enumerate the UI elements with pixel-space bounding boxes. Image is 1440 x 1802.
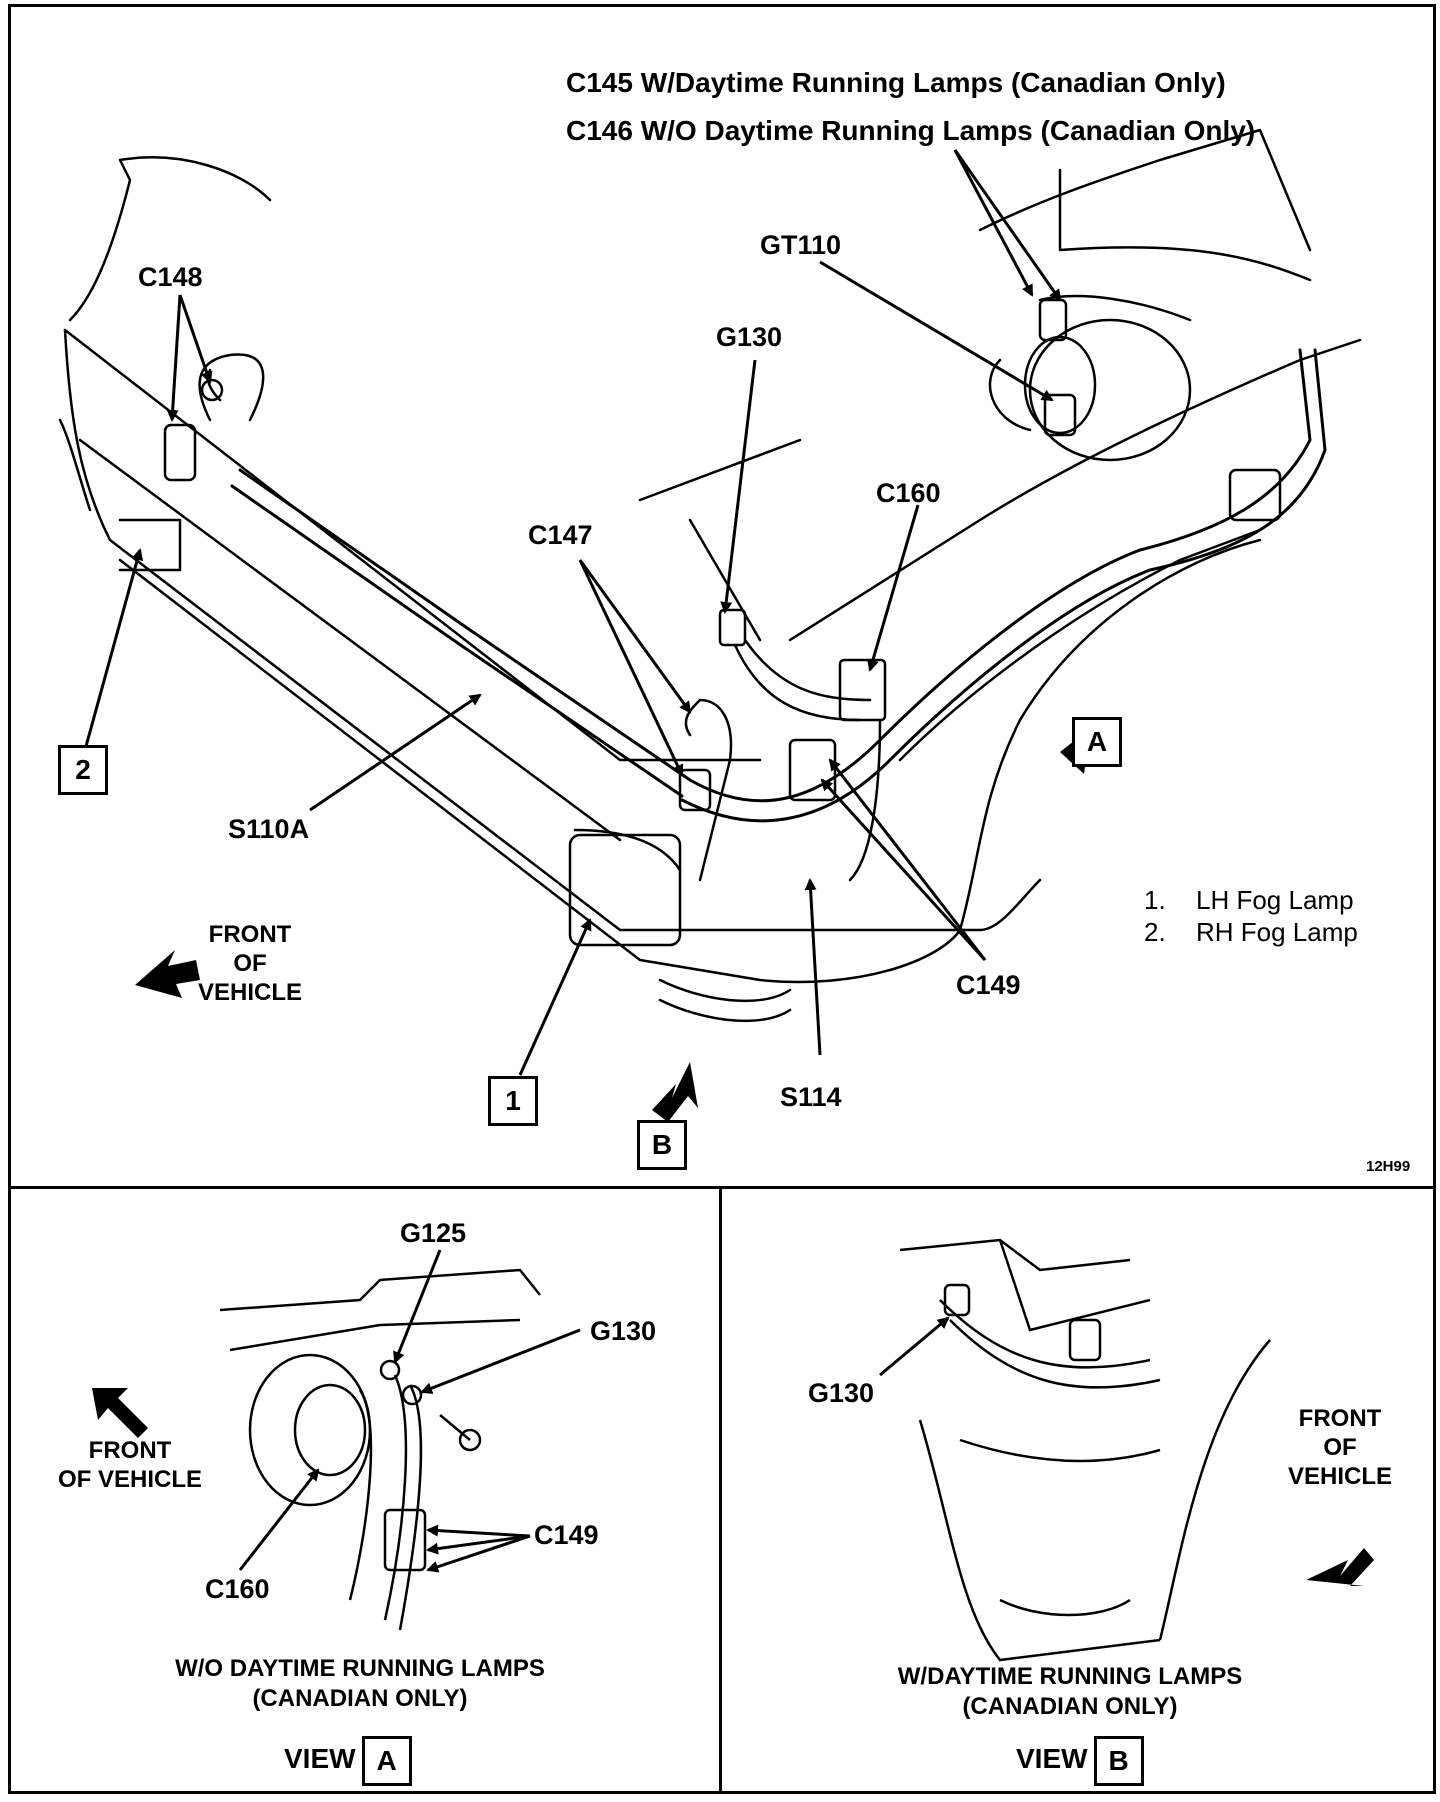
view-b-front-of-vehicle: FRONT OF VEHICLE: [1287, 1405, 1392, 1490]
headlamp-module-drawing: [988, 294, 1282, 522]
fender-outline: [638, 128, 1362, 932]
view-a-leader-lines: [238, 1249, 581, 1573]
legend-item-lh-fog-lamp: 1.LH Fog Lamp: [1144, 885, 1354, 915]
view-a-box: A: [361, 1735, 412, 1786]
label-gt110: GT110: [760, 230, 842, 260]
view-a-label-g130: G130: [590, 1316, 657, 1346]
callout-box-2: 2: [58, 745, 108, 795]
view-a-label-c149: C149: [534, 1520, 599, 1550]
panel-divider-vertical: [719, 1186, 722, 1794]
diagram-frame: [8, 4, 1436, 1794]
view-b-drawing: [899, 1238, 1271, 1662]
legend-item-rh-fog-lamp: 2.RH Fog Lamp: [1144, 917, 1358, 947]
callout-box-1: 1: [488, 1076, 538, 1126]
header-c146: C146 W/O Daytime Running Lamps (Canadian…: [566, 115, 1256, 146]
view-a-label-c160: C160: [205, 1574, 270, 1604]
label-s114: S114: [780, 1082, 842, 1112]
label-c148: C148: [138, 262, 203, 292]
label-c160: C160: [876, 478, 941, 508]
view-b-caption: W/DAYTIME RUNNING LAMPS (CANADIAN ONLY): [897, 1663, 1243, 1720]
label-c147: C147: [528, 520, 593, 550]
view-b-leader-lines: [879, 1316, 950, 1377]
header-c145: C145 W/Daytime Running Lamps (Canadian O…: [566, 67, 1226, 98]
legend: 1.LH Fog Lamp 2.RH Fog Lamp: [1144, 884, 1358, 948]
label-s110a: S110A: [228, 814, 310, 844]
view-a-caption: W/O DAYTIME RUNNING LAMPS (CANADIAN ONLY…: [175, 1655, 545, 1712]
view-b-box: B: [1093, 1735, 1144, 1786]
leader-lines: [83, 149, 1062, 1076]
figure-id: 12H99: [1366, 1158, 1411, 1175]
view-a-front-arrow: [92, 1388, 148, 1438]
view-b-label-g130: G130: [808, 1378, 875, 1408]
view-a-label-g125: G125: [400, 1218, 467, 1248]
view-a-front-of-vehicle: FRONT OF VEHICLE: [57, 1437, 202, 1493]
callout-box-a: A: [1072, 717, 1122, 767]
bumper-outline: [63, 156, 1042, 1023]
front-of-vehicle-main: FRONT OF VEHICLE: [197, 921, 302, 1006]
rh-fog-connector-drawing: [118, 353, 265, 572]
main-harness: [230, 348, 1327, 823]
connector-cluster-drawing: [568, 608, 887, 947]
view-a-drawing: [219, 1268, 541, 1631]
view-b-front-arrow: [1306, 1548, 1374, 1586]
label-c149: C149: [956, 970, 1021, 1000]
callout-box-b: B: [637, 1120, 687, 1170]
panel-divider-horizontal: [8, 1186, 1436, 1189]
label-g130: G130: [716, 322, 783, 352]
